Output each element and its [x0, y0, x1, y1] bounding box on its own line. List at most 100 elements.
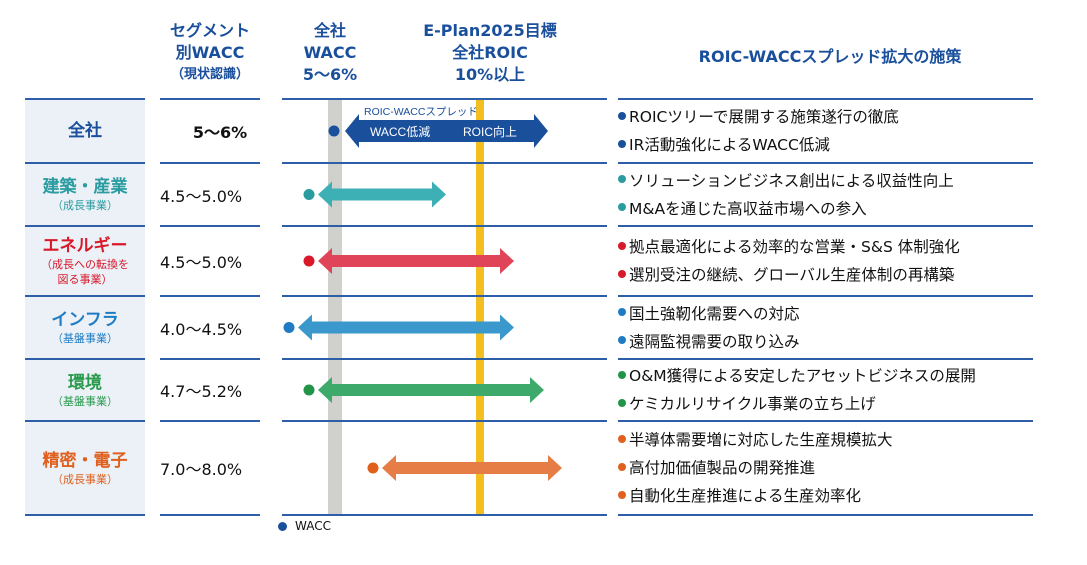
- measure-item: ソリューションビジネス創出による収益性向上: [618, 167, 1038, 195]
- wacc-reduction-label: WACC低減: [370, 124, 430, 139]
- header-rule: [618, 98, 1033, 100]
- segment-measures: 国土強靭化需要への対応遠隔監視需要の取り込み: [618, 300, 1038, 356]
- measure-text: M&Aを通じた高収益市場への参入: [629, 199, 867, 218]
- segment-wacc-value: 4.0〜4.5%: [160, 319, 243, 339]
- measure-item: 拠点最適化による効率的な営業・S&S 体制強化: [618, 233, 1038, 261]
- wacc-dot: [303, 384, 315, 396]
- row-rule: [618, 295, 1033, 297]
- header-eplan-target-line1: E-Plan2025目標: [423, 21, 557, 40]
- row-rule: [618, 358, 1033, 360]
- header-rule: [160, 98, 260, 100]
- measure-text: 自動化生産推進による生産効率化: [629, 487, 862, 505]
- bullet-dot-icon: [618, 269, 626, 278]
- bullet-dot-icon: [618, 139, 626, 148]
- header-eplan-target: E-Plan2025目標 全社ROIC 10%以上: [400, 20, 580, 86]
- measure-text: 高付加価値製品の開発推進: [629, 459, 816, 477]
- roic-improvement-label: ROIC向上: [463, 124, 517, 139]
- bullet-dot-icon: [618, 336, 626, 344]
- row-rule: [25, 225, 145, 227]
- row-rule: [618, 420, 1033, 422]
- bullet-dot-icon: [618, 398, 626, 407]
- segment-subtitle: （成長事業）: [52, 472, 118, 486]
- segment-wacc-value: 4.5〜5.0%: [160, 253, 243, 272]
- row-rule: [160, 358, 260, 360]
- row-rule: [618, 514, 1033, 516]
- spread-arrow: [345, 114, 548, 148]
- segment-wacc-value: 7.0〜8.0%: [160, 460, 243, 479]
- bullet-dot-icon: [618, 434, 626, 443]
- row-rule: [618, 162, 1033, 164]
- legend-wacc-label: WACC: [295, 519, 331, 533]
- segment-subtitle: （成長への転換を: [41, 258, 129, 271]
- row-rule: [282, 358, 607, 360]
- measure-item: ケミカルリサイクル事業の立ち上げ: [618, 390, 1038, 418]
- measure-item: ROICツリーで展開する施策遂行の徹底: [618, 103, 1038, 131]
- segment-cell: インフラ （基盤事業）: [25, 297, 145, 358]
- row-rule: [25, 162, 145, 164]
- measure-item: 半導体需要増に対応した生産規模拡大: [618, 426, 1038, 454]
- wacc-dot: [283, 322, 295, 333]
- measure-text: IR活動強化によるWACC低減: [629, 136, 830, 154]
- segment-subtitle: （成長事業）: [52, 199, 118, 212]
- row-rule: [282, 225, 607, 227]
- row-rule: [160, 514, 260, 516]
- header-eplan-target-line3: 10%以上: [454, 65, 526, 84]
- row-rule: [160, 420, 260, 422]
- segment-wacc-value: 4.5〜5.0%: [160, 186, 243, 206]
- row-rule: [160, 295, 260, 297]
- row-rule: [282, 295, 607, 297]
- measure-text: ROICツリーで展開する施策遂行の徹底: [629, 108, 899, 126]
- header-company-wacc-line1: 全社: [313, 21, 346, 40]
- segment-cell: 精密・電子（成長事業）: [25, 422, 145, 514]
- measure-item: 高付加価値製品の開発推進: [618, 454, 1038, 482]
- header-segment-wacc-line2: 別WACC: [175, 43, 245, 62]
- segment-name: インフラ: [51, 310, 119, 330]
- measure-text: ソリューションビジネス創出による収益性向上: [629, 171, 954, 190]
- segment-measures: ソリューションビジネス創出による収益性向上 M&Aを通じた高収益市場への参入: [618, 167, 1038, 223]
- measure-text: 国土強靭化需要への対応: [629, 304, 800, 323]
- measure-item: 自動化生産推進による生産効率化: [618, 482, 1038, 510]
- header-measures-title: ROIC-WACCスプレッド拡大の施策: [698, 47, 962, 66]
- measure-item: 遠隔監視需要の取り込み: [618, 328, 1038, 356]
- segment-cell: エネルギー （成長への転換を図る事業）: [25, 227, 145, 295]
- row-rule: [25, 358, 145, 360]
- measure-text: O&M獲得による安定したアセットビジネスの展開: [629, 367, 976, 385]
- spread-arrow: [318, 377, 544, 403]
- row-rule: [282, 162, 607, 164]
- legend: WACC: [278, 519, 331, 533]
- bullet-dot-icon: [618, 490, 626, 499]
- bullet-dot-icon: [618, 111, 626, 120]
- spread-label: ROIC-WACCスプレッド: [364, 106, 478, 118]
- bullet-dot-icon: [618, 370, 626, 379]
- wacc-dot: [328, 125, 340, 137]
- segment-subtitle: （基盤事業）: [52, 332, 118, 345]
- spread-arrow: [382, 455, 562, 481]
- wacc-legend-dot-icon: [278, 521, 287, 531]
- header-segment-wacc-line1: セグメント: [169, 21, 250, 40]
- spread-arrow: [318, 248, 514, 274]
- header-rule: [25, 98, 145, 100]
- row-rule: [25, 420, 145, 422]
- segment-wacc-value: 5〜6%: [192, 123, 248, 142]
- header-eplan-target-line2: 全社ROIC: [452, 43, 528, 62]
- row-rule: [282, 514, 607, 516]
- header-segment-wacc-line3: （現状認識）: [170, 67, 249, 82]
- segment-cell: 建築・産業（成長事業）: [25, 164, 145, 225]
- segment-cell: 環境（基盤事業）: [25, 360, 145, 420]
- header-rule: [282, 98, 607, 100]
- segment-subtitle: （基盤事業）: [52, 394, 118, 408]
- row-rule: [25, 295, 145, 297]
- segment-name: エネルギー: [42, 236, 128, 256]
- wacc-dot: [303, 189, 315, 200]
- bullet-dot-icon: [618, 175, 626, 183]
- measure-item: 選別受注の継続、グローバル生産体制の再構築: [618, 261, 1038, 289]
- measure-text: 選別受注の継続、グローバル生産体制の再構築: [629, 266, 955, 284]
- segment-measures: ROICツリーで展開する施策遂行の徹底 IR活動強化によるWACC低減: [618, 103, 1038, 159]
- segment-name: 精密・電子: [42, 450, 128, 471]
- measure-item: M&Aを通じた高収益市場への参入: [618, 195, 1038, 223]
- measure-text: 半導体需要増に対応した生産規模拡大: [629, 431, 893, 449]
- spread-arrow: [318, 181, 446, 208]
- roic-target-line: [476, 100, 484, 514]
- segment-subtitle: 図る事業）: [57, 273, 113, 286]
- header-segment-wacc: セグメント 別WACC （現状認識）: [150, 20, 270, 86]
